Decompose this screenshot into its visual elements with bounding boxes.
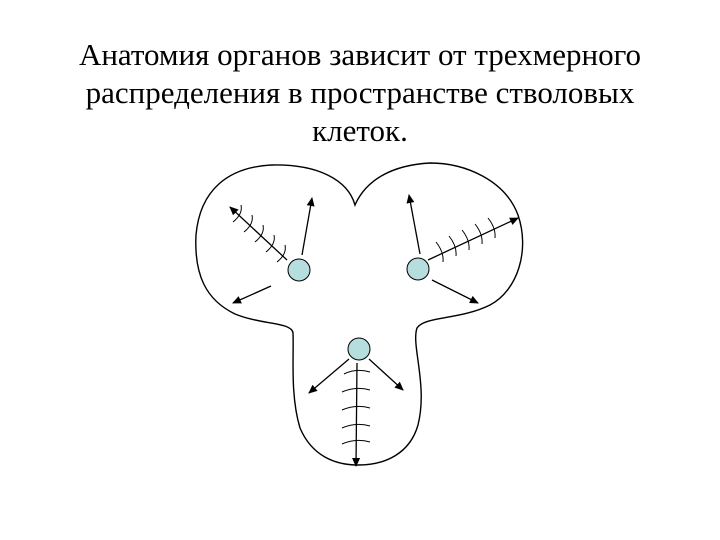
organ-outline bbox=[195, 162, 524, 466]
title-line-1: Анатомия органов зависит от трехмерного bbox=[78, 37, 642, 72]
arrow-ur-to-up bbox=[406, 194, 421, 255]
arrow-bottom-to-down bbox=[352, 362, 361, 467]
growth-marks-ur bbox=[435, 217, 496, 263]
stem-cell-bottom bbox=[347, 337, 371, 361]
arrow-bottom-to-lower-right bbox=[368, 358, 404, 391]
arrow-bottom-to-lower-left bbox=[308, 358, 350, 394]
growth-marks-ul bbox=[232, 204, 286, 263]
arrow-ur-to-lower-right bbox=[431, 279, 479, 304]
growth-marks-bottom bbox=[341, 369, 371, 445]
slide-title: Анатомия органов зависит от трехмерного … bbox=[40, 36, 680, 150]
stem-cell-upper-right bbox=[406, 257, 430, 281]
title-line-3: клеток. bbox=[312, 113, 408, 148]
arrow-ul-to-up bbox=[301, 197, 315, 256]
arrow-ul-to-lower-left bbox=[232, 285, 272, 304]
stem-cell-upper-left bbox=[287, 258, 311, 282]
title-line-2: распределения в пространстве стволовых bbox=[85, 75, 635, 110]
arrow-ul-to-upper-left bbox=[229, 206, 288, 261]
arrow-ur-to-upper-right bbox=[427, 217, 519, 261]
